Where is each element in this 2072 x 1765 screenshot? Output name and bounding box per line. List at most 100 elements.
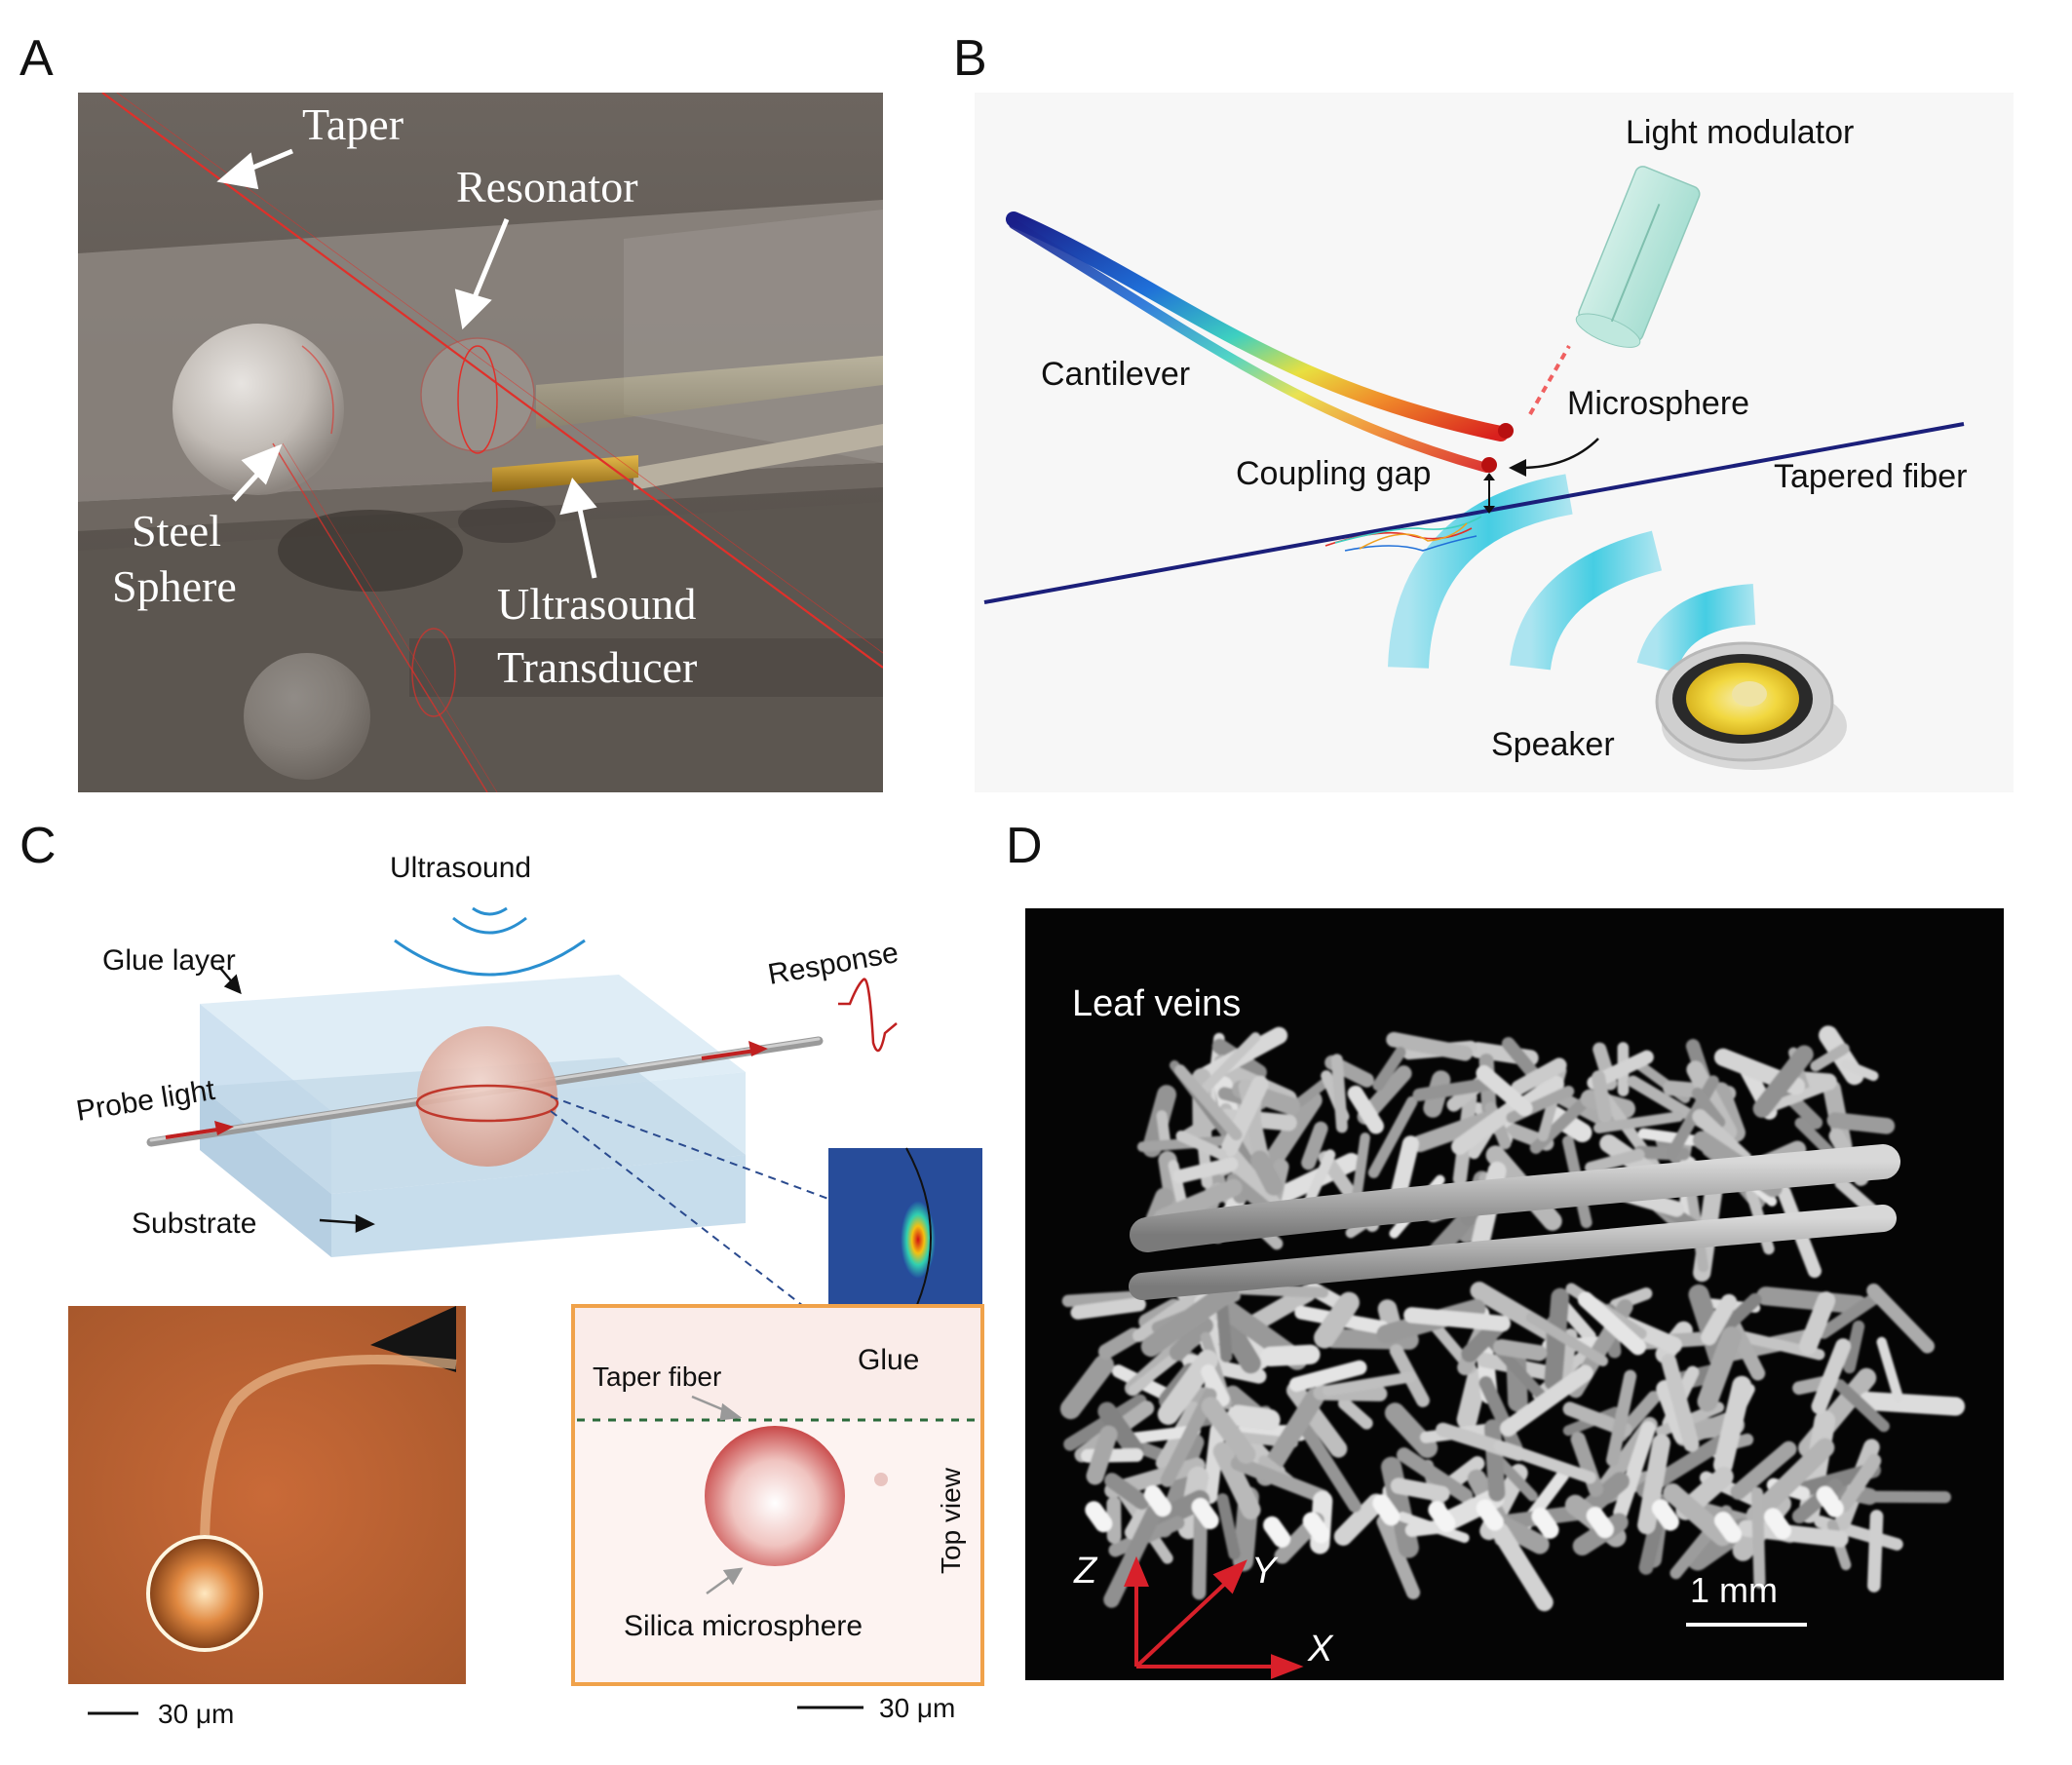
vein-segment	[1070, 1297, 1146, 1320]
fiber-taper-shadow	[370, 1306, 456, 1372]
vein-segment	[1691, 1087, 1726, 1129]
vein-segment	[1493, 1339, 1548, 1362]
vein-segment	[1493, 1439, 1596, 1484]
silica-microsphere	[705, 1426, 845, 1566]
vein-segment	[1613, 1421, 1656, 1520]
vein-segment	[1157, 1349, 1218, 1425]
vein-segment	[1456, 1367, 1488, 1431]
panel-b-background	[975, 93, 2014, 792]
vein-segment	[1701, 1293, 1738, 1346]
scale-label-left: 30 μm	[158, 1699, 234, 1729]
label-coupling-gap: Coupling gap	[1236, 455, 1431, 492]
vein-segment	[1169, 1317, 1213, 1362]
vein-segment	[1103, 1504, 1163, 1608]
fiber-evanescent-field	[1324, 516, 1482, 552]
vein-segment	[1217, 1314, 1261, 1374]
vein-segment	[1511, 1057, 1567, 1095]
microsphere	[1481, 457, 1497, 473]
vein-segment	[1428, 1501, 1456, 1533]
label-tapered-fiber: Tapered fiber	[1774, 458, 1967, 495]
vein-segment	[1097, 1327, 1142, 1360]
vein-segment	[1172, 1157, 1239, 1184]
vein-segment	[1201, 1397, 1256, 1464]
vein-segment	[1352, 1132, 1370, 1201]
vein-segment	[1301, 1121, 1328, 1170]
panel-letter-a: A	[19, 30, 54, 87]
vein-segment	[1692, 1109, 1752, 1167]
vein-segment	[1837, 1453, 1882, 1513]
vein-segment	[1606, 1369, 1637, 1467]
main-vein-upper	[1130, 1144, 1900, 1252]
vein-segment	[1592, 1070, 1613, 1124]
micro-resonator	[146, 1535, 263, 1652]
vein-segment	[1818, 1289, 1885, 1339]
vein-segment	[1174, 1064, 1243, 1141]
cantilever	[1006, 211, 1509, 441]
panel-c-pointers	[218, 966, 375, 1233]
scale-label-d: 1 mm	[1690, 1570, 1778, 1610]
vein-segment	[1303, 1149, 1336, 1209]
micrograph-left	[68, 1306, 466, 1684]
panel-letter-b: B	[953, 30, 987, 87]
vein-segment	[1250, 1150, 1284, 1196]
vein-segment	[1104, 1473, 1150, 1510]
main-vein-lower	[1129, 1205, 1897, 1300]
label-light-modulator: Light modulator	[1626, 114, 1854, 151]
vein-segment	[1586, 1507, 1614, 1539]
vein-segment	[1840, 1059, 1879, 1082]
vein-segment	[1853, 1490, 1951, 1504]
vein-segment	[1085, 1501, 1113, 1533]
vein-segment	[1194, 1032, 1261, 1099]
vein-segment	[1593, 1111, 1684, 1133]
label-transducer: Transducer	[497, 642, 697, 692]
light-modulator	[1575, 166, 1701, 348]
panel-letter-c: C	[19, 818, 57, 874]
resonator-reflection	[411, 628, 456, 717]
top-view-pointers	[691, 1395, 744, 1595]
vein-segment	[1263, 1516, 1291, 1548]
panel-d-diagram: Leaf veins Z Y X 1 mm	[1025, 908, 2004, 1680]
vein-segment	[1143, 1485, 1171, 1517]
resonator-shadow	[458, 500, 556, 543]
vein-segment	[1663, 1483, 1733, 1547]
panel-a-diagram: Taper Resonator Steel Sphere Ultrasound …	[78, 93, 883, 792]
label-top-view: Top view	[936, 1467, 966, 1574]
microsphere-3d	[417, 1026, 557, 1167]
vein-segment	[1637, 1434, 1670, 1535]
vein-segment	[1191, 1498, 1219, 1530]
leaf-vein-mesh	[1059, 1025, 1966, 1612]
vein-segment	[1746, 1438, 1835, 1525]
microsphere-top	[1498, 423, 1514, 439]
taper-reflection	[272, 442, 488, 792]
vein-segment	[1333, 1493, 1386, 1546]
vein-segment	[1288, 1360, 1367, 1393]
sphere-shadow	[278, 510, 463, 592]
vein-segment	[1834, 1176, 1878, 1216]
vein-segment	[1367, 1095, 1418, 1178]
vein-segment	[1816, 1485, 1844, 1517]
vein-segment	[1337, 1397, 1373, 1430]
vein-segment	[1859, 1391, 1966, 1416]
vein-segment	[1411, 1112, 1493, 1153]
axis-label-x: X	[1307, 1629, 1334, 1669]
resonator	[420, 337, 535, 452]
scale-label-right: 30 μm	[879, 1693, 955, 1723]
whispering-gallery-ring	[415, 1084, 559, 1123]
vein-segment	[1216, 1493, 1241, 1560]
vein-segment	[1752, 1045, 1814, 1118]
vein-segment	[1212, 1441, 1261, 1519]
probe-arrow-line	[165, 1127, 225, 1139]
transducer-tip	[492, 455, 638, 492]
vein-segment	[1153, 1178, 1243, 1227]
vein-segment	[1483, 1419, 1506, 1502]
vein-segment	[1386, 1031, 1473, 1061]
vein-segment	[1260, 1344, 1321, 1367]
vein-segment	[1876, 1336, 1904, 1403]
label-glue-layer: Glue layer	[102, 944, 236, 977]
axis-label-y: Y	[1251, 1551, 1279, 1592]
vein-segment	[1491, 1522, 1554, 1612]
vein-segment	[1712, 1292, 1762, 1340]
glass-rod	[536, 356, 883, 429]
panel-letter-d: D	[1006, 818, 1043, 874]
vein-segment	[1376, 1515, 1421, 1600]
